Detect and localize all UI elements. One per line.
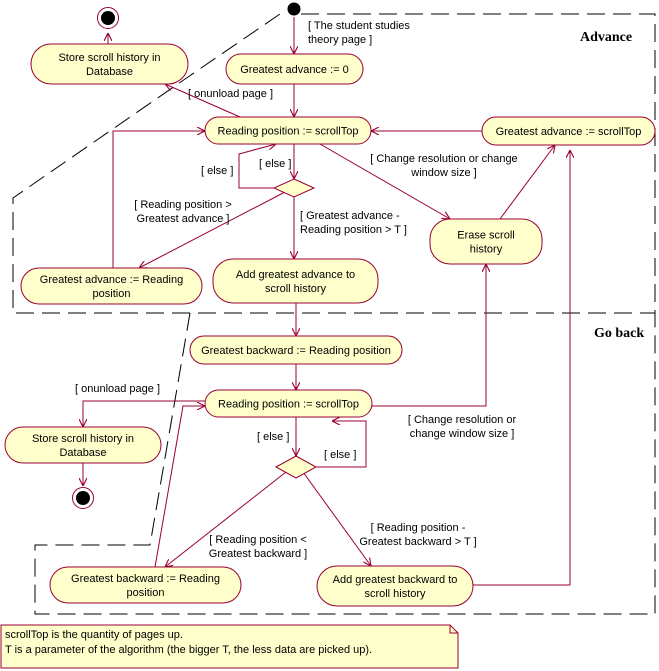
node-greatest-backward-reading-position-label-line: Greatest backward := Reading position	[201, 345, 391, 357]
final-node-top	[97, 7, 119, 29]
label-else-2: [ else ]	[259, 158, 291, 170]
label-reading-minus-greatest-backward: Greatest backward > T ]	[359, 536, 476, 548]
node-store-scroll-history-top-label-line: Database	[86, 66, 133, 78]
region-advance-border	[12, 13, 656, 314]
region-go-back-title: Go back	[594, 326, 644, 341]
node-greatest-backward-reading-position-2-label-line: Greatest backward := Reading	[71, 573, 220, 585]
label-else-4: [ else ]	[324, 449, 356, 461]
label-greatest-advance-minus-reading: Reading position > T ]	[300, 224, 407, 236]
label-else-1: [ else ]	[201, 165, 233, 177]
label-change-resolution-advance: window size ]	[410, 167, 476, 179]
node-greatest-backward-reading-position-2-label-line: position	[127, 587, 165, 599]
decision-node-advance	[272, 178, 316, 198]
node-greatest-advance-zero-label-line: Greatest advance := 0	[240, 64, 349, 76]
edge-labels: [ The student studies theory page ] [ onun…	[75, 20, 518, 560]
node-add-greatest-backward-label-line: Add greatest backward to	[333, 574, 458, 586]
node-erase-scroll-history-label-line: history	[470, 244, 503, 256]
edge-else-loop1	[238, 144, 284, 189]
edge-else-loop2	[313, 421, 367, 468]
node-reading-position-advance-label-line: Reading position := scrollTop	[218, 126, 359, 138]
node-store-scroll-history-bottom: Store scroll history in Database	[4, 426, 162, 464]
node-store-scroll-history-bottom-label-line: Database	[59, 447, 106, 459]
edge-add-gb-to-ga-scrolltop	[473, 150, 570, 586]
label-change-resolution-back: [ Change resolution or	[408, 414, 517, 426]
edge-decision1-to-ga-reading	[139, 191, 286, 268]
note-line-1: scrollTop is the quantity of pages up.	[5, 629, 183, 641]
node-reading-position-back-label-line: Reading position := scrollTop	[218, 399, 359, 411]
node-reading-position-back: Reading position := scrollTop	[204, 389, 373, 418]
edge-decision2-to-gb-reading2	[165, 471, 287, 567]
label-reading-lt-greatest-backward: Greatest backward ]	[209, 548, 307, 560]
region-go-back-border	[34, 312, 656, 615]
edge-erase-to-ga-scrolltop	[499, 145, 555, 220]
edge-rp1-to-erase	[319, 143, 450, 219]
note-line-2: T is a parameter of the algorithm (the b…	[5, 644, 372, 656]
node-greatest-advance-scrolltop: Greatest advance := scrollTop	[481, 116, 656, 146]
node-greatest-advance-zero: Greatest advance := 0	[225, 53, 364, 85]
node-greatest-backward-reading-position: Greatest backward := Reading position	[189, 335, 403, 365]
node-add-greatest-backward: Add greatest backward to scroll history	[316, 565, 474, 607]
label-student-studies: [ The student studies	[308, 20, 410, 32]
node-store-scroll-history-top: Store scroll history in Database	[30, 43, 189, 85]
edge-gb-reading2-to-rp2	[154, 406, 205, 568]
label-change-resolution-advance: [ Change resolution or change	[370, 153, 517, 165]
label-onunload-advance: [ onunload page ]	[188, 88, 273, 100]
region-advance-title: Advance	[580, 30, 632, 45]
decision-node-back	[274, 455, 318, 479]
node-erase-scroll-history: Erase scroll history	[429, 218, 543, 265]
node-store-scroll-history-top-label-line: Store scroll history in	[58, 52, 160, 64]
node-reading-position-advance: Reading position := scrollTop	[204, 116, 372, 145]
node-greatest-advance-scrolltop-label-line: Greatest advance := scrollTop	[496, 126, 642, 138]
edge-rp1-to-store-top	[165, 84, 241, 118]
edge-rp2-to-store-bottom	[83, 400, 205, 427]
node-greatest-advance-reading-position: Greatest advance := Reading position	[20, 267, 203, 305]
label-greatest-advance-minus-reading: [ Greatest advance -	[300, 210, 400, 222]
label-student-studies: theory page ]	[308, 34, 372, 46]
edge-rp2-to-erase	[372, 264, 486, 407]
initial-node	[287, 2, 301, 16]
edge-decision2-to-add-gb	[302, 471, 371, 566]
node-greatest-backward-reading-position-2: Greatest backward := Reading position	[49, 566, 242, 604]
edges	[83, 17, 570, 586]
label-reading-gt-greatest-advance: [ Reading position >	[134, 199, 232, 211]
node-add-greatest-advance-label-line: Add greatest advance to	[236, 269, 355, 281]
edge-ga-reading-to-rp1	[112, 131, 205, 268]
label-onunload-back: [ onunload page ]	[75, 383, 160, 395]
label-else-3: [ else ]	[257, 431, 289, 443]
node-add-greatest-advance: Add greatest advance to scroll history	[212, 258, 379, 304]
node-add-greatest-backward-label-line: scroll history	[364, 588, 426, 600]
node-add-greatest-advance-label-line: scroll history	[265, 283, 327, 295]
label-reading-lt-greatest-backward: [ Reading position <	[209, 534, 307, 546]
node-greatest-advance-reading-position-label-line: Greatest advance := Reading	[40, 274, 183, 286]
final-node-bottom	[72, 487, 94, 509]
comment-note: scrollTop is the quantity of pages up. T…	[0, 624, 459, 669]
node-store-scroll-history-bottom-label-line: Store scroll history in	[32, 433, 134, 445]
label-reading-gt-greatest-advance: Greatest advance ]	[137, 213, 230, 225]
node-erase-scroll-history-label-line: Erase scroll	[457, 230, 514, 242]
node-greatest-advance-reading-position-label-line: position	[93, 288, 131, 300]
label-change-resolution-back: change window size ]	[410, 428, 515, 440]
label-reading-minus-greatest-backward: [ Reading position -	[371, 522, 466, 534]
